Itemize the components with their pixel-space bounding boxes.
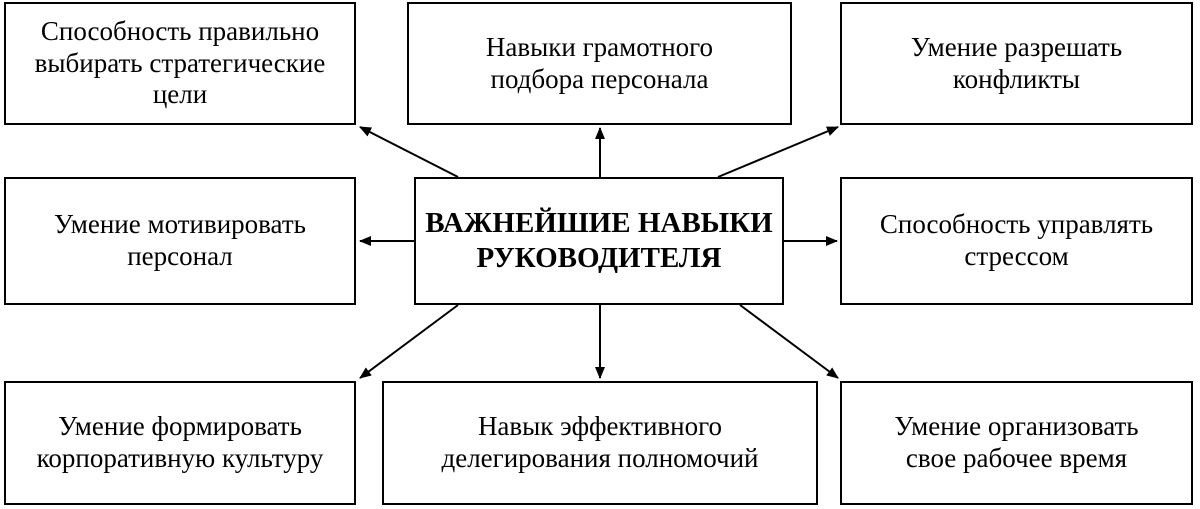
arrow-to-top-left [359,126,459,178]
skill-box-staff-selection: Навыки грамотного подбора персонала [407,2,792,125]
skill-box-time-management: Умение организовать свое рабочее время [840,381,1193,505]
central-box-key-manager-skills: ВАЖНЕЙШИЕ НАВЫКИ РУКОВОДИТЕЛЯ [414,177,784,305]
skill-box-strategic-goals: Способность правильно выбирать стратегич… [4,2,356,125]
arrow-to-bottom-right [739,304,839,379]
skill-box-corporate-culture: Умение формировать корпоративную культур… [4,381,356,505]
skill-box-delegation: Навык эффективного делегирования полномо… [382,381,818,505]
arrow-to-top-right [717,126,839,178]
arrow-to-bottom-left [359,304,459,379]
skill-box-staff-motivation: Умение мотивировать персонал [4,177,356,305]
skill-box-conflict-resolution: Умение разрешать конфликты [840,2,1193,125]
skill-box-stress-management: Способность управлять стрессом [840,177,1193,305]
